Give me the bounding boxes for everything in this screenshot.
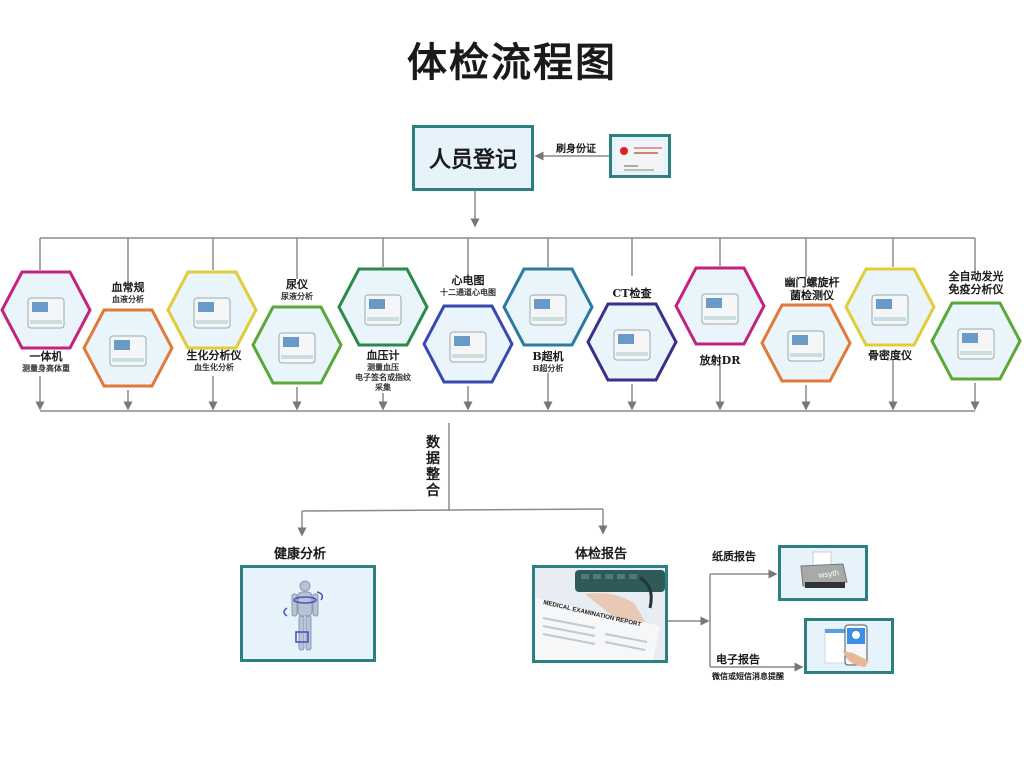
- health-analysis-box[interactable]: [240, 565, 376, 662]
- device-label: 血常规血液分析: [78, 281, 178, 304]
- device-subtitle: 血生化分析: [194, 362, 234, 372]
- exam-report-box[interactable]: MEDICAL EXAMINATION REPORT: [532, 565, 668, 663]
- device-name: B超机: [532, 350, 564, 363]
- printer-icon: wsyth: [800, 551, 848, 588]
- immunoassay-analyzer-icon: [957, 328, 995, 360]
- device-subtitle: 测量身高体重: [22, 363, 70, 373]
- biochemistry-analyzer-icon: [193, 297, 231, 329]
- electronic-report-box[interactable]: [804, 618, 894, 674]
- device-label: 尿仪尿液分析: [247, 278, 347, 301]
- urine-analyzer-icon: [278, 332, 316, 364]
- ct-scanner-icon: [613, 329, 651, 361]
- device-name: 血常规: [111, 281, 145, 294]
- device-label: 一体机测量身高体重: [0, 350, 96, 373]
- smartphone-icon: [824, 624, 869, 667]
- device-label: 心电图十二通道心电图: [418, 274, 518, 297]
- blood-analyzer-icon: [109, 335, 147, 367]
- printer-brand-text: wsyth: [817, 568, 839, 580]
- registration-label: 人员登记: [428, 147, 517, 173]
- helicobacter-analyzer-icon: [787, 330, 825, 362]
- blood-pressure-monitor-icon: [364, 294, 402, 326]
- device-hexagon[interactable]: [844, 267, 936, 347]
- id-card-icon[interactable]: [609, 134, 671, 178]
- device-name: 心电图: [451, 274, 485, 287]
- device-label: 放射DR: [670, 354, 770, 367]
- bone-density-icon: [871, 294, 909, 326]
- device-subtitle: 十二通道心电图: [440, 287, 496, 297]
- health-analysis-label: 健康分析: [274, 547, 327, 562]
- device-name: 幽门螺旋杆 菌检测仪: [784, 276, 840, 302]
- device-hexagon[interactable]: [0, 270, 92, 350]
- ecg-machine-icon: [449, 331, 487, 363]
- device-label: 全自动发光 免疫分析仪: [926, 270, 1024, 296]
- device-name: 一体机: [29, 350, 63, 363]
- device-hexagon[interactable]: [337, 267, 429, 347]
- id-card-action-label: 刷身份证: [556, 144, 596, 155]
- device-name: 骨密度仪: [868, 349, 912, 362]
- registration-box[interactable]: 人员登记: [412, 125, 534, 191]
- paper-report-box[interactable]: wsyth: [778, 545, 868, 601]
- device-hexagon[interactable]: [422, 304, 514, 384]
- device-label: 血压计测量血压 电子签名或指纹 采集: [333, 349, 433, 392]
- device-name: 血压计: [366, 349, 400, 362]
- device-hexagon[interactable]: [760, 303, 852, 383]
- device-subtitle: 血液分析: [112, 294, 144, 304]
- device-name: 放射DR: [699, 354, 741, 367]
- device-hexagon[interactable]: [674, 266, 766, 346]
- device-hexagon[interactable]: [502, 267, 594, 347]
- dr-xray-icon: [701, 293, 739, 325]
- device-label: CT检查: [582, 287, 682, 300]
- electronic-report-label: 电子报告: [716, 653, 760, 666]
- electronic-report-sub: 微信或短信消息提醒: [712, 671, 784, 681]
- ultrasound-machine-icon: [529, 294, 567, 326]
- page-title: 体检流程图: [407, 39, 617, 86]
- medical-report-icon: MEDICAL EXAMINATION REPORT: [535, 568, 665, 660]
- device-hexagon[interactable]: [251, 305, 343, 385]
- human-body-icon: [283, 580, 324, 651]
- device-label: 生化分析仪血生化分析: [164, 349, 264, 372]
- device-label: 幽门螺旋杆 菌检测仪: [762, 276, 862, 302]
- height-weight-scale-icon: [27, 297, 65, 329]
- integration-branch-line: [301, 508, 604, 512]
- exam-report-label: 体检报告: [575, 547, 628, 562]
- device-name: 全自动发光 免疫分析仪: [948, 270, 1004, 296]
- device-subtitle: 尿液分析: [281, 291, 313, 301]
- device-name: 生化分析仪: [186, 349, 242, 362]
- device-hexagon[interactable]: [82, 308, 174, 388]
- device-subtitle: B超分析: [532, 363, 564, 373]
- device-label: 骨密度仪: [840, 349, 940, 362]
- device-subtitle: 测量血压 电子签名或指纹 采集: [355, 362, 411, 392]
- device-name: CT检查: [612, 287, 652, 300]
- device-hexagon[interactable]: [166, 270, 258, 350]
- device-hexagon[interactable]: [586, 302, 678, 382]
- device-hexagon[interactable]: [930, 301, 1022, 381]
- data-integration-label: 数 据 整 合: [426, 435, 440, 499]
- device-name: 尿仪: [286, 278, 308, 291]
- paper-report-label: 纸质报告: [712, 550, 756, 563]
